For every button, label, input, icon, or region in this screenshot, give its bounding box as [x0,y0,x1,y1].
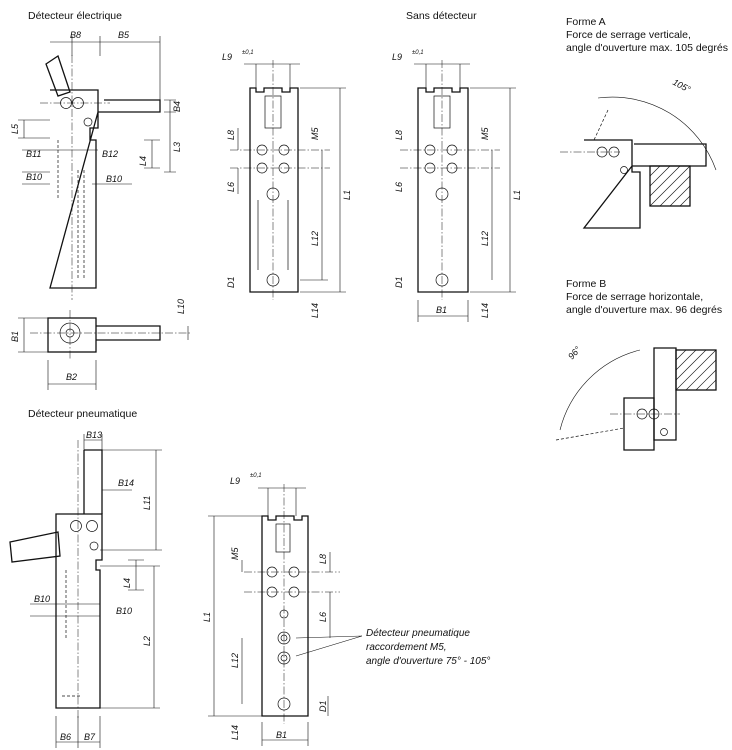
pneumatic-note-line3: angle d'ouverture 75° - 105° [366,656,490,667]
dim-b10-pneu-left: B10 [34,594,50,604]
title-electric: Détecteur électrique [28,10,122,22]
dim-b1-pneu: B1 [276,730,287,740]
view-front-electric: L9 ±0,1 L8 M5 L6 L1 L12 D1 L14 [222,50,352,318]
dim-b7: B7 [84,732,96,742]
dim-l6-none: L6 [394,182,404,192]
forme-a-line1: Force de serrage verticale, [566,29,691,41]
dim-l6-front: L6 [226,182,236,192]
forme-a-line2: angle d'ouverture max. 105 degrés [566,42,728,54]
dim-l1-front: L1 [342,190,352,200]
forme-b-angle: 96° [566,344,583,361]
view-electric-side: B8 B5 B4 L3 L4 L5 B11 B12 B10 B10 [10,30,182,300]
dim-l14-front: L14 [310,303,320,318]
dim-l14-pneu: L14 [230,725,240,740]
forme-b-name: Forme B [566,278,607,290]
view-pneumatic-side: B13 B14 L11 L4 L2 B10 B10 B6 B7 [9,430,162,748]
forme-a-angle: 105° [671,77,692,95]
dim-l2: L2 [142,636,152,646]
dim-l10: L10 [176,299,186,314]
forme-b-line1: Force de serrage horizontale, [566,291,704,303]
dim-l6-pneu: L6 [318,612,328,622]
dim-l9-pneu: L9 [230,476,240,486]
dim-l9-tol-pneu: ±0,1 [250,473,262,479]
dim-d1-front: D1 [226,276,236,288]
dim-b5: B5 [118,30,130,40]
dim-l4-pneu: L4 [122,578,132,588]
view-electric-top: B1 B2 L10 [10,299,190,390]
dim-b10-left: B10 [26,172,42,182]
dim-b8: B8 [70,30,81,40]
view-no-detector: L9 ±0,1 L8 M5 L6 L1 L12 D1 L14 B1 [392,50,522,322]
dim-b1-top: B1 [10,331,20,342]
dim-b2: B2 [66,372,77,382]
dim-l5: L5 [10,123,20,134]
dim-l9-front: L9 [222,52,232,62]
dim-l3: L3 [172,142,182,152]
dim-l9-tol-front: ±0,1 [242,50,254,56]
dim-b13: B13 [86,430,102,440]
dim-b10-pneu-right: B10 [116,606,132,616]
dim-l1-pneu: L1 [202,612,212,622]
dim-b12: B12 [102,149,118,159]
forme-b-line2: angle d'ouverture max. 96 degrés [566,304,723,316]
dim-l8-none: L8 [394,130,404,140]
dim-m5-pneu: M5 [230,547,240,560]
dim-m5-none: M5 [480,127,490,140]
dim-m5-front: M5 [310,127,320,140]
title-no-detector: Sans détecteur [406,10,477,22]
dim-l1-none: L1 [512,190,522,200]
view-forme-b: 96° [555,344,717,451]
view-forme-a: 105° [560,77,717,229]
dim-l12-front: L12 [310,231,320,246]
view-pneumatic-front: L9 ±0,1 M5 L8 L6 L1 L12 D1 L14 B1 [202,473,363,746]
title-pneumatic: Détecteur pneumatique [28,408,138,420]
dim-d1-pneu: D1 [318,700,328,712]
dim-l9-tol-none: ±0,1 [412,50,424,56]
dim-l4: L4 [138,156,148,166]
dim-d1-none: D1 [394,276,404,288]
dim-b10-right: B10 [106,174,122,184]
pneumatic-note-line1: Détecteur pneumatique [366,628,470,639]
dim-b4: B4 [172,101,182,112]
dim-b1-none: B1 [436,305,447,315]
dim-b6: B6 [60,732,71,742]
dim-l12-pneu: L12 [230,653,240,668]
dim-l11: L11 [142,496,152,510]
dim-l9-none: L9 [392,52,402,62]
forme-a-name: Forme A [566,16,606,28]
dim-l12-none: L12 [480,231,490,246]
dim-b11: B11 [26,149,41,159]
dim-l8-pneu: L8 [318,554,328,564]
dim-l8-front: L8 [226,130,236,140]
dim-b14: B14 [118,478,134,488]
pneumatic-note-line2: raccordement M5, [366,642,447,653]
dim-l14-none: L14 [480,303,490,318]
